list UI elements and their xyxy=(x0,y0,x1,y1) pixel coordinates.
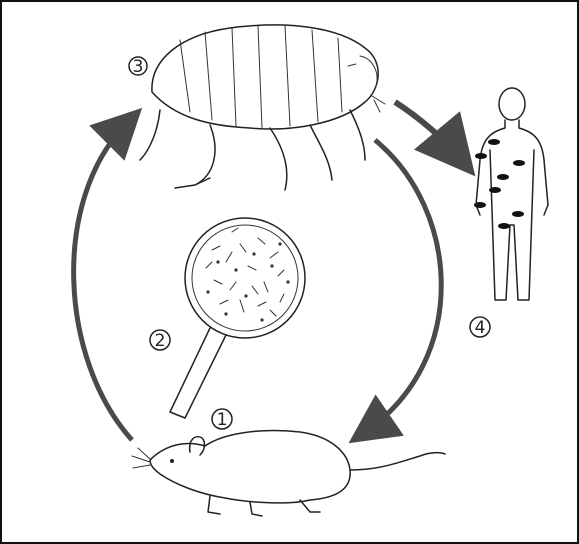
human-figure xyxy=(476,88,548,300)
arrow-flea-to-human xyxy=(395,102,460,158)
stage-2-label: 2 xyxy=(155,331,166,351)
cycle-arrows xyxy=(74,102,460,440)
stage-4-label: 4 xyxy=(475,318,486,338)
rat-illustration xyxy=(132,431,445,516)
bacteria-cluster[interactable] xyxy=(206,228,290,322)
stage-3-label: 3 xyxy=(133,57,144,77)
magnifying-glass xyxy=(170,218,305,418)
stage-1-label: 1 xyxy=(217,410,228,430)
arrow-rodent-to-flea xyxy=(74,122,132,440)
flea-illustration xyxy=(129,25,385,190)
arrow-flea-to-rodent xyxy=(365,140,441,432)
